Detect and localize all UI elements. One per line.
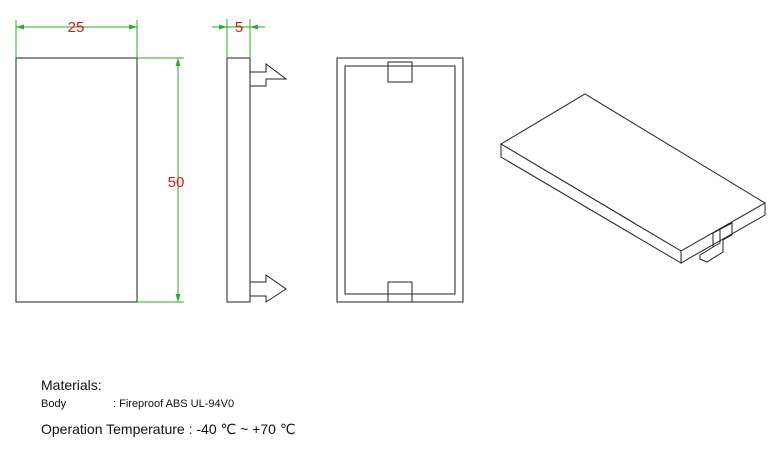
operation-temperature: Operation Temperature : -40 ℃ ~ +70 ℃	[41, 421, 296, 437]
materials-heading: Materials:	[41, 377, 102, 393]
width-arrow-left	[16, 24, 24, 30]
height-dimension-label: 50	[168, 174, 185, 191]
body-label: Body	[41, 398, 67, 410]
back-clip-top	[387, 61, 413, 83]
iso-side-face	[680, 202, 766, 264]
technical-drawing: 25 50 5	[15, 19, 766, 303]
front-view: 25 50	[15, 19, 185, 303]
thickness-arrow-right	[250, 24, 258, 30]
iso-clip-slot	[712, 230, 721, 248]
thickness-dimension-label: 5	[235, 19, 243, 36]
back-view-inner	[344, 65, 456, 295]
side-view: 5	[212, 19, 288, 303]
front-view-outline	[15, 57, 138, 303]
height-arrow-top	[175, 58, 181, 66]
width-dimension-label: 25	[68, 19, 85, 36]
iso-clip	[699, 222, 733, 263]
thickness-arrow-left	[219, 24, 227, 30]
body-material-value: : Fireproof ABS UL-94V0	[113, 398, 235, 410]
width-arrow-right	[129, 24, 137, 30]
back-view-outer	[336, 57, 464, 303]
side-latch-top	[250, 63, 288, 87]
isometric-view	[500, 93, 766, 264]
body-material-row: Body : Fireproof ABS UL-94V0	[41, 398, 234, 410]
back-view	[336, 57, 464, 303]
side-latch-bottom	[250, 274, 287, 303]
back-clip-bottom	[387, 281, 413, 303]
side-view-outline	[226, 57, 251, 303]
height-arrow-bottom	[175, 294, 181, 302]
